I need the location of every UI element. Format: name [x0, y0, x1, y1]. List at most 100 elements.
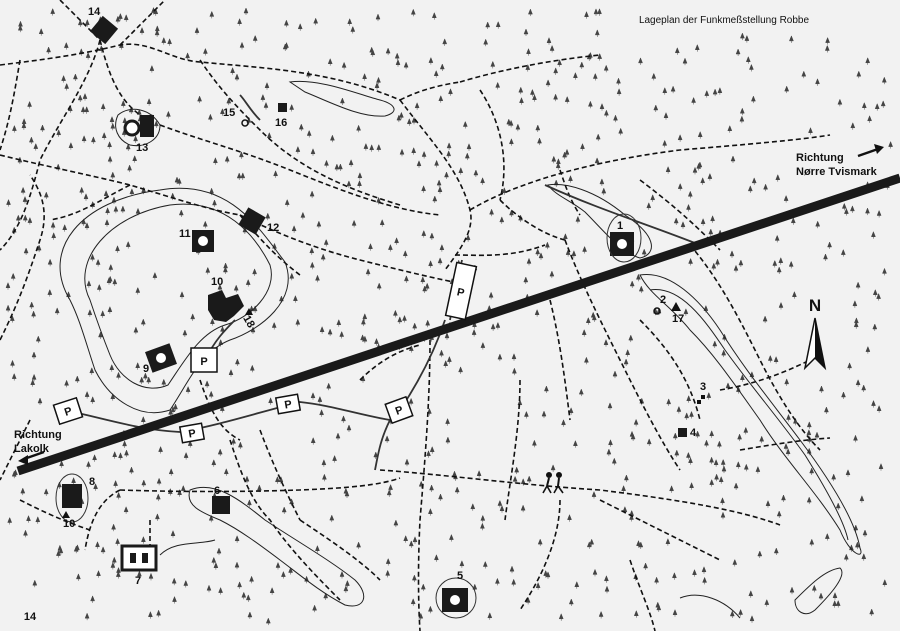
tree-icon	[446, 150, 452, 158]
tree-icon	[87, 309, 93, 317]
tree-icon	[209, 10, 215, 19]
tree-icon	[115, 245, 120, 253]
tree-icon	[532, 94, 537, 102]
tree-icon	[133, 326, 139, 335]
tree-icon	[205, 266, 211, 275]
tree-icon	[347, 18, 353, 26]
tree-icon	[434, 554, 439, 562]
tree-icon	[584, 356, 589, 365]
tree-icon	[876, 292, 881, 301]
tree-icon	[399, 111, 404, 120]
tree-icon	[853, 321, 859, 329]
tree-icon	[77, 19, 83, 27]
tree-icon	[773, 356, 779, 364]
tree-icon	[514, 466, 520, 475]
tree-icon	[27, 100, 32, 109]
site-marker-18	[245, 308, 253, 315]
tree-icon	[158, 445, 163, 454]
tree-icon	[692, 569, 697, 577]
tree-icon	[488, 291, 494, 300]
tree-icon	[738, 259, 744, 267]
tree-icon	[515, 123, 521, 132]
site-marker-16	[278, 103, 287, 112]
tree-icon	[623, 358, 629, 366]
tree-icon	[20, 186, 26, 195]
tree-icon	[825, 36, 830, 45]
tree-icon	[216, 547, 222, 556]
tree-icon	[263, 101, 269, 110]
tree-icon	[691, 96, 696, 105]
tree-icon	[22, 214, 28, 223]
site-marker-17	[671, 302, 681, 311]
tree-icon	[837, 98, 843, 107]
tree-icon	[35, 335, 41, 344]
tree-icon	[568, 407, 574, 415]
tree-icon	[523, 276, 529, 284]
tree-icon	[156, 609, 161, 618]
tree-icon	[738, 608, 743, 617]
tree-icon	[360, 334, 365, 342]
tree-icon	[107, 155, 113, 164]
tree-icon	[497, 353, 503, 362]
direction-arrow-east-icon	[857, 144, 884, 158]
tree-icon	[93, 483, 98, 491]
direction-west-line2: Lakolk	[14, 443, 50, 455]
tree-icon	[385, 47, 391, 56]
tree-icon	[715, 258, 720, 267]
tree-icon	[431, 12, 437, 20]
tree-icon	[861, 102, 867, 110]
tree-icon	[109, 116, 115, 124]
tree-icon	[624, 474, 629, 482]
tree-icon	[238, 441, 243, 450]
tree-icon	[578, 388, 584, 397]
tree-icon	[801, 70, 807, 79]
tree-icon	[295, 145, 301, 154]
tree-icon	[458, 366, 463, 374]
tree-icon	[15, 214, 21, 223]
tree-icon	[532, 439, 537, 448]
tree-icon	[310, 437, 316, 445]
tree-icon	[865, 345, 871, 354]
tree-icon	[747, 185, 753, 193]
tree-icon	[677, 134, 683, 142]
site-label-16: 16	[275, 117, 287, 129]
tree-icon	[113, 205, 119, 214]
tree-icon	[444, 332, 450, 340]
tree-icon	[397, 316, 403, 324]
tree-icon	[426, 450, 431, 458]
site-marker-3-b	[697, 400, 701, 404]
tree-icon	[86, 280, 92, 288]
tree-icon	[240, 172, 246, 180]
tree-icon	[633, 418, 639, 427]
tree-icon	[564, 95, 570, 104]
tree-icon	[329, 514, 335, 523]
tree-icon	[434, 159, 439, 168]
tree-icon	[792, 291, 797, 299]
tree-icon	[636, 273, 641, 282]
tree-icon	[694, 44, 700, 52]
tree-icon	[735, 461, 741, 469]
tree-icon	[545, 241, 550, 250]
tree-icon	[170, 530, 176, 538]
tree-icon	[538, 252, 544, 260]
tree-icon	[638, 285, 644, 294]
tree-icon	[323, 592, 329, 600]
tree-icon	[807, 435, 813, 444]
tree-icon	[855, 541, 860, 550]
tree-icon	[597, 8, 602, 16]
tree-icon	[872, 323, 878, 331]
tree-icon	[123, 14, 129, 22]
tree-icon	[881, 76, 887, 85]
tree-icon	[511, 353, 517, 361]
tree-icon	[815, 220, 821, 229]
site-label-4: 4	[690, 427, 697, 439]
site-marker-7	[120, 544, 158, 572]
tree-icon	[512, 367, 517, 376]
tree-icon	[672, 572, 677, 580]
tree-icon	[54, 307, 60, 315]
tree-icon	[727, 125, 733, 133]
tree-icon	[153, 120, 159, 128]
tree-icon	[737, 433, 742, 442]
tree-icon	[376, 143, 382, 152]
tree-icon	[275, 476, 280, 484]
